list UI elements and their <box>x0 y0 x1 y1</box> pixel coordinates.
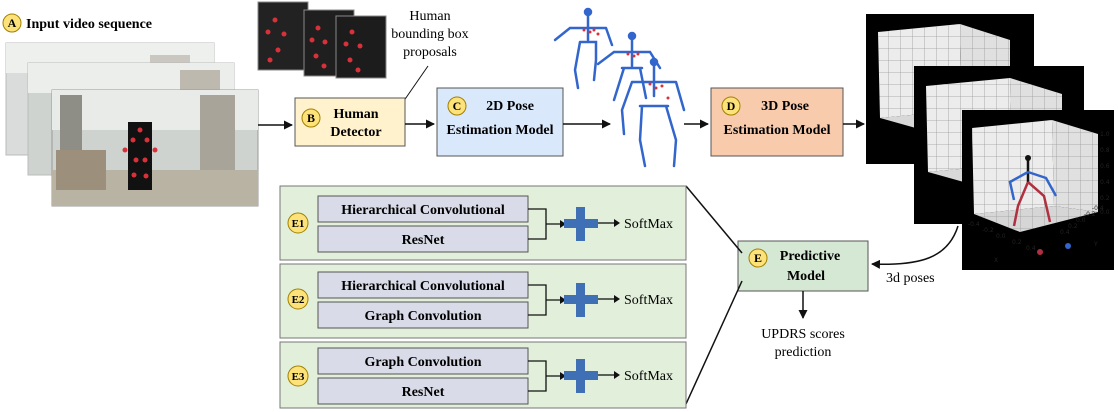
pose-3d-line1: 3D Pose <box>761 99 809 114</box>
e2-bottom-model: Graph Convolution <box>364 309 481 324</box>
bbox-proposals-line3: proposals <box>403 45 457 60</box>
z-tick: 0.4 <box>1100 179 1110 186</box>
skeleton-2d <box>553 7 614 90</box>
zoom-line-bottom <box>685 280 743 405</box>
e1-bottom-model: ResNet <box>402 233 445 248</box>
variant-e1: E1 Hierarchical Convolutional ResNet Sof… <box>279 185 687 261</box>
pose-2d-line1: 2D Pose <box>486 99 534 114</box>
badge-e3-label: E3 <box>292 371 305 383</box>
skeleton-2d <box>620 57 686 168</box>
plot-3d-front: 1.0 0.8 0.6 0.4 0.2 0.0 -0.4 -0.2 0.0 0.… <box>962 110 1114 270</box>
output-line1: UPDRS scores <box>761 327 845 342</box>
zoom-line-top <box>685 185 743 254</box>
badge-a <box>2 13 22 33</box>
variant-e3: E3 Graph Convolution ResNet SoftMax <box>279 341 687 409</box>
skeleton-keypoints <box>582 28 670 100</box>
y-tick: 0.4 <box>1060 229 1070 236</box>
video-frames <box>5 42 259 207</box>
badge-b <box>301 108 321 128</box>
y-axis-label: Y <box>1093 241 1098 248</box>
human-detector-box: B Human Detector <box>294 97 406 147</box>
badge-e2 <box>287 288 309 310</box>
variant-e2: E2 Hierarchical Convolutional Graph Conv… <box>279 263 687 339</box>
e1-output: SoftMax <box>624 217 673 232</box>
z-tick: 0.0 <box>1100 209 1110 216</box>
arrow-3d-poses-to-predictive <box>871 225 959 269</box>
plus-icon <box>564 359 598 393</box>
badge-e2-label: E2 <box>292 294 305 306</box>
pose-3d-box: D 3D Pose Estimation Model <box>710 87 844 157</box>
keypoints <box>122 127 158 179</box>
badge-e3 <box>287 365 309 387</box>
plot-3d-ticks: 1.0 0.8 0.6 0.4 0.2 0.0 -0.4 -0.2 0.0 0.… <box>968 131 1110 264</box>
x-tick: 0.0 <box>996 233 1006 240</box>
plus-icon <box>564 283 598 317</box>
predictive-model-box: E Predictive Model <box>737 240 869 292</box>
e3-output: SoftMax <box>624 369 673 384</box>
e3-bottom-model: ResNet <box>402 385 445 400</box>
badge-e-label: E <box>754 251 762 265</box>
bounding-box-crops <box>257 1 387 79</box>
x-tick: 0.4 <box>1026 245 1036 252</box>
z-tick: 0.8 <box>1100 147 1110 154</box>
predictive-line1: Predictive <box>780 249 840 264</box>
badge-a-label: A <box>8 16 17 30</box>
x-tick: -0.4 <box>968 221 980 228</box>
pose-2d-box: C 2D Pose Estimation Model <box>436 87 564 157</box>
e2-output: SoftMax <box>624 293 673 308</box>
y-tick: -0.2 <box>1084 211 1096 218</box>
z-tick: 0.2 <box>1100 195 1110 202</box>
pose-3d-plots: 1.0 0.8 0.6 0.4 0.2 0.0 -0.4 -0.2 0.0 0.… <box>866 14 1114 270</box>
skeleton-3d <box>1008 155 1071 255</box>
step-a-title: A Input video sequence <box>2 13 152 33</box>
x-axis-label: X <box>994 257 998 264</box>
predictive-line2: Model <box>787 269 825 284</box>
x-tick: -0.2 <box>982 227 994 234</box>
badge-e1 <box>287 212 309 234</box>
video-frame <box>51 89 259 207</box>
bbox-proposals-line1: Human <box>409 9 450 24</box>
human-detector-line1: Human <box>333 107 378 122</box>
badge-d <box>721 96 741 116</box>
e3-top-model: Graph Convolution <box>364 355 481 370</box>
e1-top-model: Hierarchical Convolutional <box>341 203 505 218</box>
pose-2d-line2: Estimation Model <box>447 123 554 138</box>
badge-e1-label: E1 <box>292 218 305 230</box>
badge-c <box>447 96 467 116</box>
output-line2: prediction <box>775 345 832 360</box>
y-tick: -0.4 <box>1092 205 1104 212</box>
badge-e <box>748 248 768 268</box>
z-tick: 1.0 <box>1100 131 1110 138</box>
plus-icon <box>564 207 598 241</box>
y-tick: 0.0 <box>1076 217 1086 224</box>
x-tick: 0.2 <box>1012 239 1022 246</box>
human-detector-line2: Detector <box>330 125 381 140</box>
badge-c-label: C <box>453 99 462 113</box>
bbox-proposals-line2: bounding box <box>391 27 468 42</box>
z-tick: 0.6 <box>1100 163 1110 170</box>
input-video-title: Input video sequence <box>26 17 152 32</box>
pose-3d-line2: Estimation Model <box>724 123 831 138</box>
y-tick: 0.2 <box>1068 223 1078 230</box>
e2-top-model: Hierarchical Convolutional <box>341 279 505 294</box>
poses-3d-label: 3d poses <box>886 271 935 286</box>
person-bbox <box>128 122 152 190</box>
badge-b-label: B <box>307 111 315 125</box>
badge-d-label: D <box>727 99 736 113</box>
skeletons-2d <box>553 7 686 168</box>
